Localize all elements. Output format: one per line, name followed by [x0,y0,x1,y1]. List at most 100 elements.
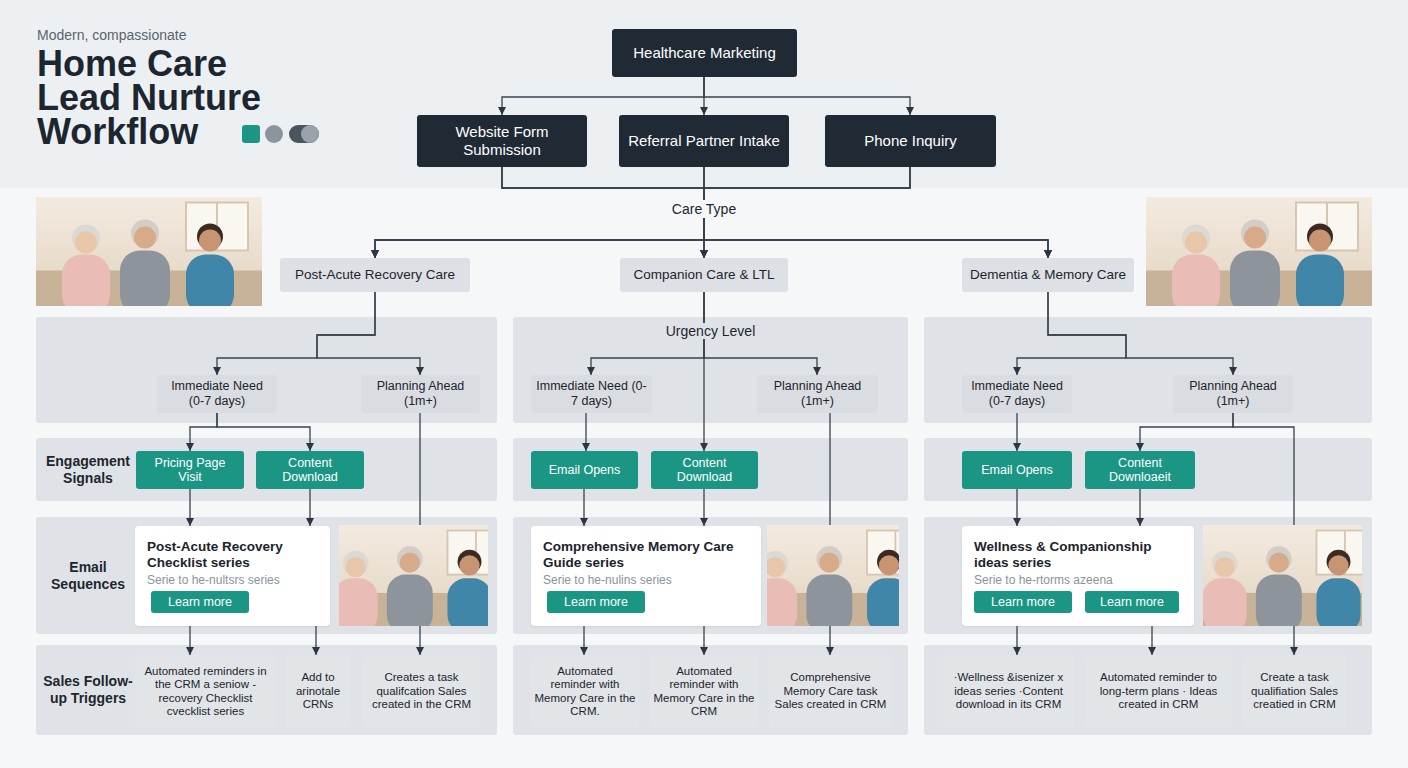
urgency-box: Planning Ahead (1m+) [361,375,480,413]
node-text: Companion Care & LTL [634,267,775,283]
connector-arrow [502,77,704,115]
connector-arrow [1233,413,1294,655]
node-text: Healthcare Marketing [633,44,776,62]
node-text: Immediate Need (0-7 days) [162,379,272,409]
connector-arrow [309,489,310,526]
task-box: Automated reminders in the CRM a seniow … [135,655,276,728]
node-text: Content Downloaeit [1091,456,1189,484]
connector-arrow [419,413,420,655]
node-text: Planning Ahead (1m+) [762,379,873,409]
sequence-card: Learn more Comprehensive Memory Care Guid… [531,526,761,626]
connector-arrow [703,489,704,526]
decor-dot [265,125,283,143]
category-box: Post-Acute Recovery Care [280,258,470,292]
decor-dot [301,125,319,143]
row-band: Automated reminders in the CRM a seniow … [36,645,497,735]
node-text: Add to arinotale CRNs [289,671,347,712]
connector-arrow [375,167,704,258]
node-text: Email Opens [981,463,1053,477]
node-text: Immediate Need (0-7 days) [967,379,1067,409]
task-box: Comprehensive Memory Care task Sales cre… [769,655,892,728]
text-label: Modern, compassionate [37,27,186,43]
node-text: Learn more [991,595,1055,609]
node-text: Automated reminder with Memory Care in t… [653,665,755,719]
node-text: Comprehensive Memory Care Guide series [543,539,749,571]
urgency-box: Immediate Need (0-7 days) [962,375,1072,413]
node-text: Website Form Submission [425,123,579,159]
connector-arrow [1016,413,1017,451]
node-text: Immediate Need (0-7 days) [536,379,647,409]
connector-arrow [1016,489,1017,526]
node-text: Phone Inquiry [864,132,957,150]
column-panel [924,317,1372,423]
row-band: Pricing Page VisitContent DownloadEngage… [36,438,497,501]
connector-arrow [189,626,190,655]
row-band: Learn more Post-Acute Recovery Checklist … [36,517,497,634]
node-text: Learn more [564,595,628,609]
node-text: Serie to he-nulins series [543,573,749,588]
node-text: Serie to he-rtorms azeena [974,573,1182,588]
node-text: Post-Acute Recovery Care [295,267,455,283]
connector-arrow [1140,413,1233,451]
node-text: Post-Acute Recovery Checklist series [147,539,318,571]
signal-box: Content Download [651,451,758,489]
connector-arrow [703,626,704,655]
signal-box: Content Downloaeit [1085,451,1195,489]
signal-box: Email Opens [962,451,1072,489]
node-text: Automated reminder to long-term plans · … [1088,671,1229,712]
node-text: ·Wellness &isenizer x ideas series ·Cont… [946,671,1071,712]
header-band [0,0,1408,188]
connector-arrow [704,77,910,115]
node-text: Planning Ahead (1m+) [366,379,475,409]
connector-arrow [315,626,316,655]
connector-arrow [583,626,584,655]
node-text: Email Opens [549,463,621,477]
connector-arrow [1139,489,1140,526]
connector-arrow [583,489,584,526]
task-box: ·Wellness &isenizer x ideas series ·Cont… [943,655,1074,728]
connector-arrow [704,167,1048,258]
connector-arrow [375,167,910,258]
task-box: Creates a task qualifcation Sales create… [363,655,480,728]
photo-illustration [1179,525,1387,633]
node-text: Email Sequences [40,559,136,593]
node-text: Pricing Page Visit [142,456,238,484]
row-panel [513,438,908,501]
decor-dot [242,125,260,143]
connector-arrow [703,77,704,115]
connector-arrow [585,413,586,451]
row-panel [513,645,908,735]
connector-arrow [704,167,1048,258]
row-panel [924,645,1372,735]
task-box: Automated reminder with Memory Care in t… [650,655,758,728]
sequence-card: Learn moreLearn moreWellness & Companion… [962,526,1194,626]
connector-arrow [190,413,217,451]
process-box: Healthcare Marketing [612,29,797,77]
connector-arrow [1151,626,1152,655]
node-text: Dementia & Memory Care [970,267,1126,283]
photo-illustration [36,197,262,315]
row-panel [513,517,908,634]
process-box: Website Form Submission [417,115,587,167]
node-text: Content Download [262,456,358,484]
urgency-box: Immediate Need (0-7 days) [157,375,277,413]
node-text: Urgency Level [660,323,762,339]
action-button: Learn more [974,591,1072,613]
task-box: Create a task qualifiation Sales creatie… [1243,655,1346,728]
urgency-box: Planning Ahead (1m+) [1173,375,1293,413]
action-button: Learn more [151,591,249,613]
signal-box: Content Download [256,451,364,489]
connector-arrow [189,489,190,526]
node-text: Serie to he-nultsrs series [147,573,318,588]
node-text: Content Download [657,456,752,484]
node-text: Learn more [168,595,232,609]
connector-arrow [375,167,704,258]
column-panel [36,317,497,423]
connector-arrow [1048,292,1233,375]
connector-arrow [217,413,310,451]
connector-arrow [703,292,704,451]
node-text: Automated reminders in the CRM a seniow … [138,665,273,719]
connector-arrow [1017,292,1126,375]
group-panel: Immediate Need (0-7 days) Planning Ahead … [513,317,908,423]
connector-arrow [704,292,817,375]
